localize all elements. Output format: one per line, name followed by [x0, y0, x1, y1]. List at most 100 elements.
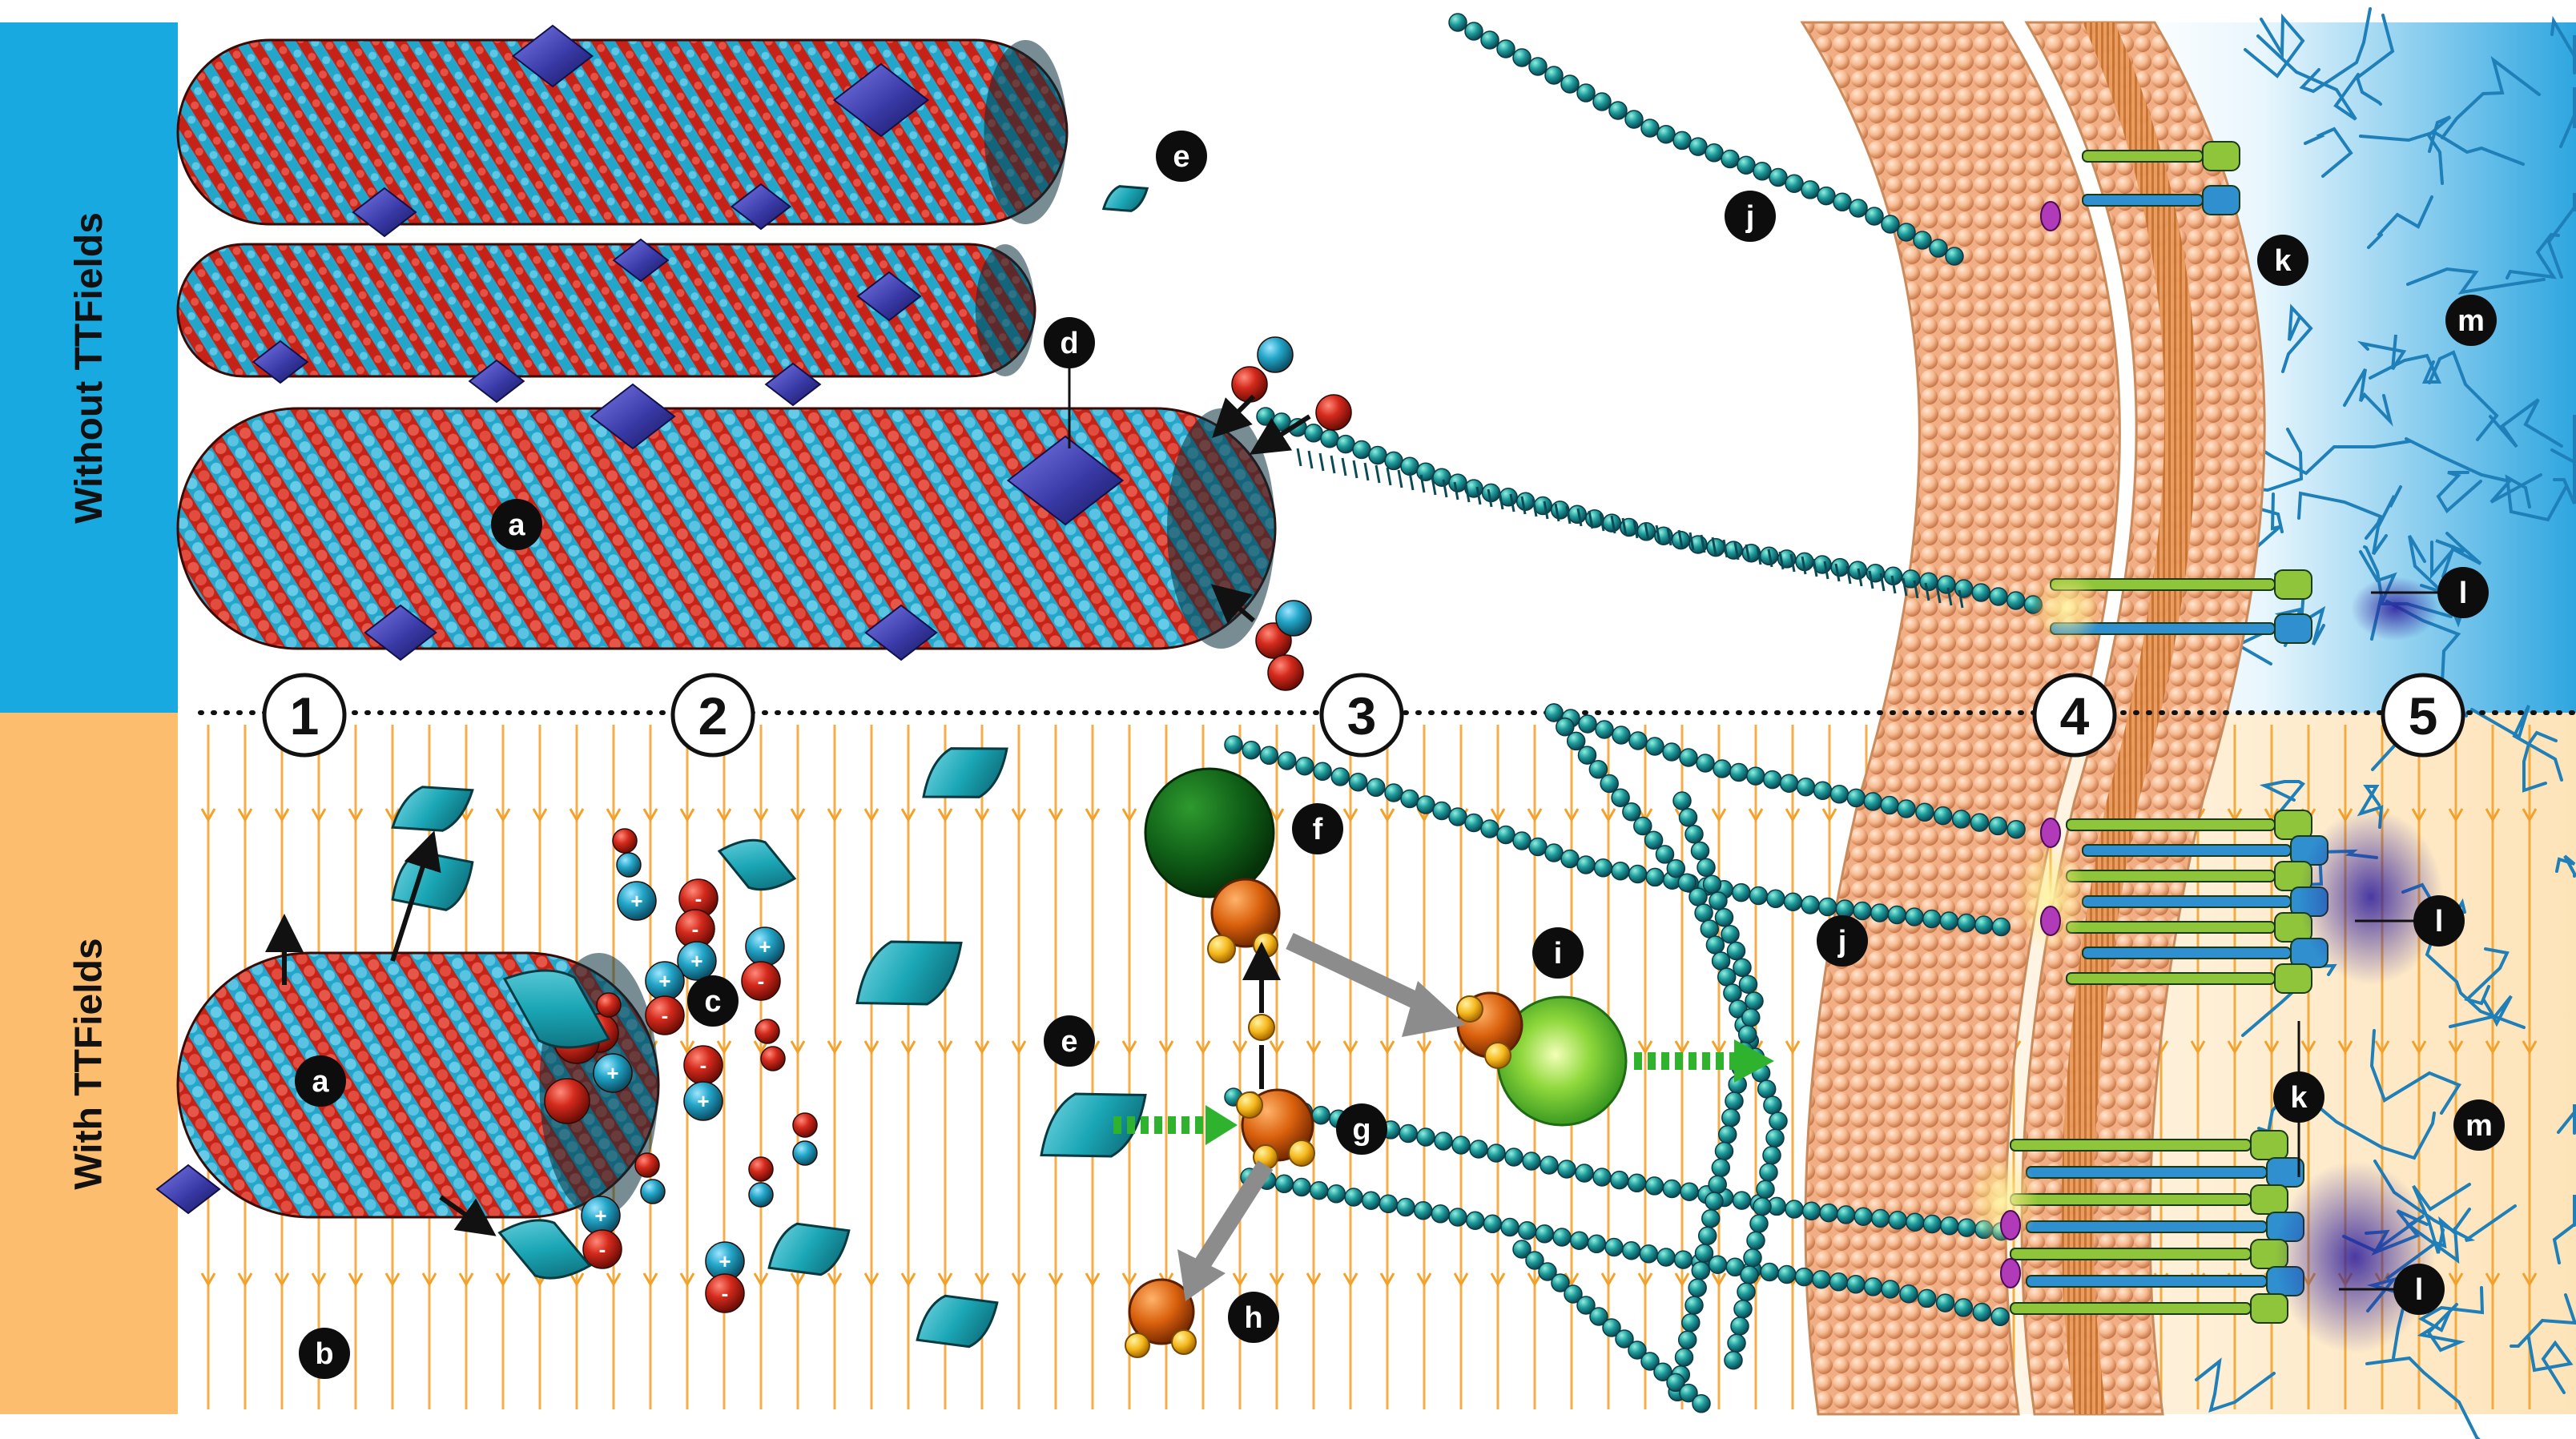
field-arrowhead: [790, 808, 806, 823]
ecm-fiber: [2367, 195, 2433, 249]
lipid-anchor: [2000, 1258, 2021, 1288]
septin-linker: [1554, 503, 1560, 522]
septin-bead: [1777, 1264, 1797, 1284]
field-arrowhead: [1785, 808, 1801, 823]
septin-bead: [1662, 1179, 1682, 1199]
septin-linker: [1330, 455, 1336, 474]
septin-bead: [1897, 223, 1916, 242]
plus-sign: +: [697, 1089, 709, 1113]
field-arrowhead: [900, 1040, 916, 1055]
map-protein: [764, 362, 822, 407]
septin-bead: [1295, 756, 1314, 776]
stage-2-label: 2: [698, 686, 728, 746]
field-arrowhead: [274, 1272, 290, 1288]
septin-bead: [1922, 909, 1942, 929]
map-protein: [364, 604, 437, 661]
annotation-j-top: j: [1745, 200, 1755, 234]
stage-3-circle: [1319, 673, 1404, 758]
annotation-b-badge: [299, 1328, 350, 1379]
ecm-fiber: [2405, 437, 2542, 504]
septin-bead: [1487, 1144, 1506, 1163]
field-arrowhead: [716, 808, 732, 823]
ecm-fiber: [2195, 1357, 2276, 1413]
receptor-stalk: [2010, 1248, 2252, 1260]
cation: [640, 1179, 666, 1204]
annotation-m-bottom: m: [2465, 1109, 2493, 1143]
field-arrowhead: [827, 1272, 843, 1288]
septin-bead: [1400, 789, 1419, 809]
field-arrowhead: [495, 808, 511, 823]
septin-bead: [1575, 1164, 1594, 1183]
field-arrowhead: [1232, 1272, 1248, 1288]
ecm-fiber: [2557, 1104, 2576, 1135]
septin-bead: [1483, 1214, 1503, 1234]
field-arrowhead: [1195, 1040, 1211, 1055]
annotation-e-top: e: [1173, 140, 1189, 174]
field-arrowhead: [1306, 1272, 1322, 1288]
ecm-fiber: [2295, 1087, 2436, 1160]
field-arrowhead: [1416, 1040, 1432, 1055]
septin-bead: [1592, 92, 1612, 111]
septin-bead: [1535, 1224, 1555, 1244]
septin-bead: [1564, 1284, 1583, 1304]
septin-linker: [1722, 539, 1729, 558]
annotation-d: d: [1060, 327, 1078, 360]
septin-bead: [1705, 935, 1725, 955]
depolymerization-arrow: [1249, 414, 1311, 455]
annotation-m-bottom-badge: [2453, 1099, 2505, 1151]
septin-bead: [1292, 1177, 1311, 1197]
annotation-m-top-badge: [2445, 295, 2497, 346]
septin-bead: [1863, 792, 1882, 811]
septin-bead: [1656, 124, 1676, 144]
septin-linker: [1588, 510, 1594, 529]
anion: [792, 1112, 818, 1138]
field-arrowhead: [237, 1272, 253, 1288]
septin-bead: [1737, 1282, 1756, 1302]
septin-bead: [1701, 1208, 1721, 1228]
septin-bead: [1763, 1095, 1782, 1115]
septin-bead: [1974, 915, 1994, 935]
field-arrowhead: [863, 1040, 879, 1055]
septin-bead: [1540, 1156, 1559, 1175]
septin-bead: [1552, 1228, 1572, 1247]
annotation-m-top: m: [2457, 304, 2485, 338]
microtubule-top-3: [176, 407, 1277, 650]
septin-linker: [1464, 484, 1471, 503]
field-arrowhead: [1342, 1272, 1358, 1288]
field-arrowhead: [384, 808, 400, 823]
stage-2-circle: [670, 673, 755, 758]
septin-bead: [1544, 843, 1564, 862]
septin-bead: [1688, 1278, 1707, 1298]
septin-bead: [1697, 858, 1716, 878]
septin-bead: [1940, 1216, 1959, 1236]
ecm-fiber: [2343, 368, 2393, 427]
cation: [616, 852, 642, 878]
annotation-l-top-badge: [2437, 567, 2489, 618]
field-arrowhead: [1600, 808, 1616, 823]
septin-linker: [1475, 486, 1482, 505]
septin-bead: [1560, 849, 1580, 869]
plus-sign: +: [759, 935, 771, 959]
cation: [683, 1081, 723, 1121]
septin-bead: [1602, 1318, 1621, 1337]
septin-bead: [1416, 795, 1435, 814]
plus-sign: +: [594, 1204, 606, 1228]
ecm-fiber: [2355, 14, 2395, 106]
ecm-fiber: [2527, 1337, 2574, 1394]
septin-linker: [1924, 582, 1930, 601]
anion: [634, 1152, 660, 1178]
annotation-j-bottom-badge: [1817, 915, 1868, 967]
field-arrowhead: [1821, 808, 1837, 823]
receptor-head: [2274, 613, 2312, 644]
septin-linker: [1733, 541, 1740, 561]
septin-bead: [1746, 766, 1765, 786]
septin-linker: [1801, 556, 1807, 575]
septin-bead: [1726, 941, 1746, 961]
field-arrowhead: [311, 1272, 327, 1288]
septin-bead: [1448, 807, 1467, 826]
septin-bead: [1274, 1174, 1294, 1194]
septin-bead: [1577, 746, 1597, 765]
septin-linker: [1341, 457, 1347, 476]
septin-bead: [1829, 785, 1849, 804]
tubulin-dimer: [502, 969, 611, 1049]
